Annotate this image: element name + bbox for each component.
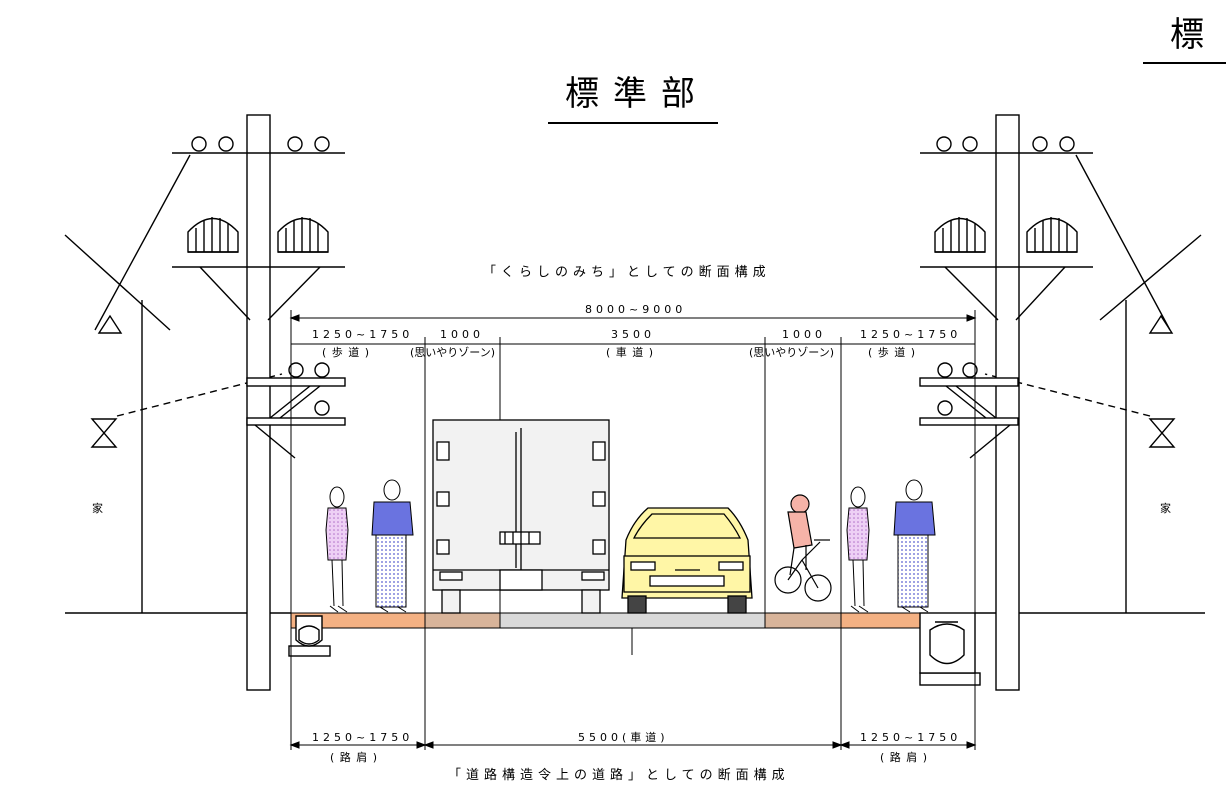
dim-sidewalk-right: 1250~1750 [860, 328, 961, 341]
carriageway-strip [499, 612, 766, 629]
label-shoulder-left: ( 路 肩 ) [330, 750, 378, 764]
upper-caption: 「くらしのみち」としての断面構成 [483, 265, 771, 280]
label-buffer-right: (思いやりゾーン) [749, 346, 834, 359]
label-sidewalk-left: ( 歩 道 ) [322, 345, 370, 359]
dim-shoulder-right: 1250~1750 [860, 731, 961, 744]
truck-illustration [432, 419, 610, 614]
lower-caption: 「道路構造令上の道路」としての断面構成 [448, 767, 790, 783]
dim-buffer-right: 1000 [782, 328, 826, 341]
house-left [64, 234, 283, 613]
gutter-left [288, 615, 331, 657]
page-title: 標準部 [565, 74, 709, 114]
pedestrian-man-left [371, 479, 414, 613]
pedestrian-woman-right [846, 486, 870, 613]
total-width-label: 8000~9000 [585, 303, 686, 316]
house-label-left: 家 [92, 501, 104, 515]
label-shoulder-right: ( 路 肩 ) [880, 750, 928, 764]
pedestrian-woman-left [325, 486, 349, 613]
cyclist-illustration [774, 494, 832, 602]
label-buffer-left: (思いやりゾーン) [410, 346, 495, 359]
buffer-zone-strip-right [764, 612, 842, 629]
label-sidewalk-right: ( 歩 道 ) [868, 345, 916, 359]
dim-carriageway: 3500 [611, 328, 655, 341]
utility-pole-left [94, 114, 346, 691]
pedestrian-man-right [893, 479, 936, 613]
label-carriageway: ( 車 道 ) [606, 345, 654, 359]
utility-pole-right [919, 114, 1171, 691]
car-illustration [621, 507, 753, 614]
corner-title: 標 準 [1170, 15, 1226, 55]
dim-buffer-left: 1000 [440, 328, 484, 341]
dim-shoulder-left: 1250~1750 [312, 731, 413, 744]
gutter-right [919, 612, 981, 686]
dim-road-total: 5500(車道) [578, 730, 669, 744]
buffer-zone-strip-left [424, 612, 501, 629]
house-label-right: 家 [1160, 501, 1172, 515]
dim-sidewalk-left: 1250~1750 [312, 328, 413, 341]
